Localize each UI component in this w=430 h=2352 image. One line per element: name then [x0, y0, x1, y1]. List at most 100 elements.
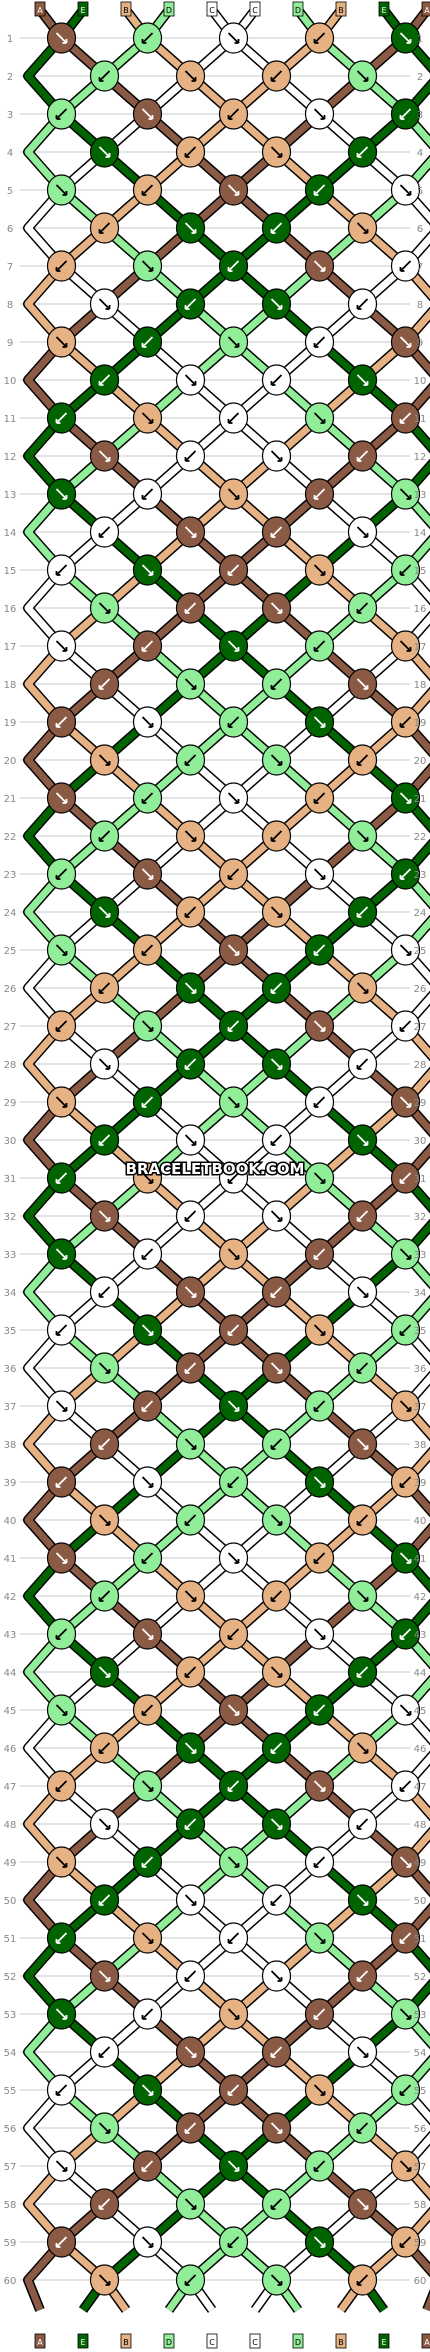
- arrow-down-left-icon: [227, 260, 240, 272]
- knot: [261, 1200, 292, 1232]
- arrow-head: [234, 1863, 240, 1868]
- row-number-right: 39: [414, 1478, 427, 1489]
- arrow-head: [313, 1559, 319, 1564]
- arrow-head: [141, 1255, 147, 1260]
- arrow-down-left-icon: [227, 1172, 240, 1184]
- arrow-head: [313, 2015, 319, 2020]
- arrow-down-right-icon: [356, 982, 369, 994]
- arrow-down-left-icon: [270, 678, 283, 690]
- knot: [304, 1770, 335, 1802]
- arrow-head: [148, 1483, 154, 1488]
- arrow-head: [320, 875, 326, 880]
- arrow-down-right-icon: [98, 1210, 111, 1222]
- knot: [89, 1504, 120, 1536]
- knot: [89, 1656, 120, 1688]
- arrow-down-right-icon: [184, 1742, 197, 1754]
- arrow-head: [399, 571, 405, 576]
- arrow-head: [98, 685, 104, 690]
- arrow-down-left-icon: [184, 2274, 197, 2286]
- arrow-down-left-icon: [270, 222, 283, 234]
- row-number-right: 48: [414, 1820, 427, 1831]
- arrow-down-right-icon: [227, 488, 240, 500]
- arrow-down-left-icon: [356, 1362, 369, 1374]
- arrow-head: [363, 837, 369, 842]
- arrow-down-right-icon: [227, 792, 240, 804]
- row-number-left: 46: [4, 1744, 17, 1755]
- row-number-left: 60: [4, 2276, 17, 2287]
- arrow-down-right-icon: [98, 2274, 111, 2286]
- row-number-right: 54: [414, 2048, 427, 2059]
- row-number-right: 50: [414, 1896, 427, 1907]
- knot: [390, 22, 421, 54]
- arrow-head: [184, 2281, 190, 2286]
- knot: [132, 1466, 163, 1498]
- knot: [132, 2150, 163, 2182]
- knot: [89, 2036, 120, 2068]
- row-number-left: 43: [4, 1630, 17, 1641]
- row-number-left: 40: [4, 1516, 17, 1527]
- knot: [175, 1580, 206, 1612]
- knot: [132, 1770, 163, 1802]
- arrow-head: [184, 913, 190, 918]
- row-number-left: 3: [7, 110, 13, 121]
- arrow-head: [141, 2167, 147, 2172]
- knot: [218, 1162, 249, 1194]
- arrow-head: [356, 2129, 362, 2134]
- string-bottom-letter: A: [37, 2338, 43, 2347]
- knot: [390, 174, 421, 206]
- knot: [390, 782, 421, 814]
- arrow-head: [363, 1293, 369, 1298]
- knot: [261, 2112, 292, 2144]
- arrow-head: [363, 77, 369, 82]
- arrow-down-left-icon: [270, 526, 283, 538]
- arrow-head: [148, 1179, 154, 1184]
- knot: [175, 1048, 206, 1080]
- arrow-down-right-icon: [356, 374, 369, 386]
- arrow-down-right-icon: [313, 1932, 326, 1944]
- knot: [89, 1276, 120, 1308]
- arrow-down-right-icon: [141, 564, 154, 576]
- arrow-down-left-icon: [98, 1742, 111, 1754]
- knot: [89, 1048, 120, 1080]
- knot: [132, 478, 163, 510]
- row-number-left: 26: [4, 984, 17, 995]
- arrow-down-left-icon: [399, 108, 412, 120]
- arrow-head: [277, 2129, 283, 2134]
- arrow-down-left-icon: [270, 1438, 283, 1450]
- arrow-head: [62, 343, 68, 348]
- knot: [132, 858, 163, 890]
- row-number-left: 39: [4, 1478, 17, 1489]
- arrow-head: [356, 1369, 362, 1374]
- row-number-right: 44: [414, 1668, 427, 1679]
- knot: [347, 592, 378, 624]
- arrow-head: [184, 1521, 190, 1526]
- arrow-head: [105, 1977, 111, 1982]
- arrow-down-left-icon: [356, 1818, 369, 1830]
- arrow-head: [270, 1901, 276, 1906]
- arrow-head: [320, 2243, 326, 2248]
- arrow-down-left-icon: [184, 1058, 197, 1070]
- arrow-head: [356, 1825, 362, 1830]
- arrow-down-right-icon: [227, 32, 240, 44]
- arrow-head: [62, 1559, 68, 1564]
- arrow-down-right-icon: [98, 1818, 111, 1830]
- knot: [175, 516, 206, 548]
- knot: [390, 706, 421, 738]
- knot: [132, 1238, 163, 1270]
- arrow-down-left-icon: [270, 2046, 283, 2058]
- knot: [347, 440, 378, 472]
- arrow-down-right-icon: [141, 412, 154, 424]
- knot: [46, 250, 77, 282]
- knot: [304, 1086, 335, 1118]
- arrow-head: [234, 343, 240, 348]
- arrow-down-right-icon: [356, 1286, 369, 1298]
- knot: [132, 1162, 163, 1194]
- row-numbers-left: 1234567891011121314151617181920212223242…: [4, 34, 17, 2287]
- arrow-head: [191, 229, 197, 234]
- string-bottom-letter: B: [123, 2338, 129, 2347]
- arrow-down-left-icon: [399, 412, 412, 424]
- arrow-down-right-icon: [98, 1362, 111, 1374]
- arrow-head: [55, 2243, 61, 2248]
- arrow-head: [62, 191, 68, 196]
- row-number-right: 26: [414, 984, 427, 995]
